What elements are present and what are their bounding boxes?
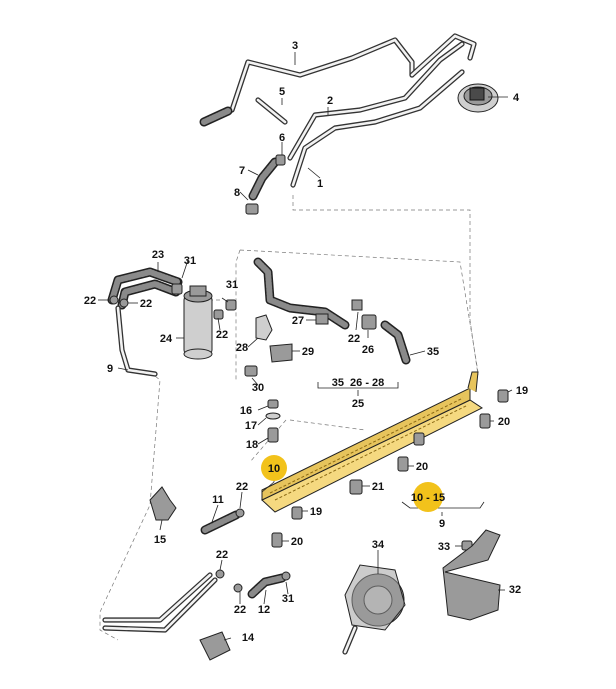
callout-17[interactable]: 17 [245, 420, 257, 432]
callout-34[interactable]: 34 [372, 539, 385, 551]
callout-22-lower-a[interactable]: 22 [236, 481, 248, 493]
callout-31-lower[interactable]: 31 [282, 593, 294, 605]
callout-35-26-28[interactable]: 35 26 - 28 [332, 377, 385, 389]
callout-14[interactable]: 14 [242, 632, 255, 644]
callout-6[interactable]: 6 [279, 132, 285, 144]
callout-31-mid[interactable]: 31 [226, 279, 238, 291]
dashed-assembly-lines [99, 195, 479, 641]
callout-20-right[interactable]: 20 [498, 416, 510, 428]
callout-25[interactable]: 25 [352, 398, 364, 410]
callout-27[interactable]: 27 [292, 315, 304, 327]
callout-11[interactable]: 11 [212, 494, 224, 506]
part-34-pump [342, 564, 406, 655]
callout-4[interactable]: 4 [513, 92, 520, 104]
callout-22-lower-b[interactable]: 22 [216, 549, 228, 561]
part-9-pipe [115, 305, 158, 377]
part-middle-hoses [253, 257, 411, 365]
callout-22-drier[interactable]: 22 [216, 329, 228, 341]
callout-12[interactable]: 12 [258, 604, 270, 616]
part-14-block [199, 631, 231, 661]
callout-32[interactable]: 32 [509, 584, 521, 596]
part-11-hose [200, 508, 245, 535]
leader-lines [98, 52, 513, 641]
callout-10[interactable]: 10 [268, 463, 280, 475]
callout-7[interactable]: 7 [239, 165, 245, 177]
callout-1[interactable]: 1 [317, 178, 323, 190]
callout-16[interactable]: 16 [240, 405, 252, 417]
callout-19-lower[interactable]: 19 [310, 506, 322, 518]
callout-33[interactable]: 33 [438, 541, 450, 553]
callout-20-lower[interactable]: 20 [291, 536, 303, 548]
part-15-bracket [149, 486, 177, 521]
part-23-hose [107, 267, 183, 310]
bolts [265, 389, 509, 551]
callout-10-15[interactable]: 10 - 15 [411, 492, 445, 504]
callout-8[interactable]: 8 [234, 187, 240, 199]
callout-20-middle[interactable]: 20 [416, 461, 428, 473]
small-fittings-left [109, 283, 237, 320]
callout-labels: 1 2 3 4 5 6 7 8 9 10 10 - 15 9 11 12 14 … [84, 40, 528, 644]
part-12-hose [215, 569, 291, 599]
callout-35[interactable]: 35 [427, 346, 439, 358]
part-32-plate [442, 529, 501, 621]
callout-30[interactable]: 30 [252, 382, 264, 394]
part-3-refrigerant-line [199, 33, 477, 127]
highlight-circle-10-15 [413, 482, 443, 512]
part-24-receiver-drier [183, 285, 213, 360]
callout-28[interactable]: 28 [236, 342, 248, 354]
callout-29[interactable]: 29 [302, 346, 314, 358]
highlight-circle-10 [261, 455, 287, 481]
callout-22-left-a[interactable]: 22 [84, 295, 96, 307]
callout-22-middle[interactable]: 22 [348, 333, 360, 345]
part-4-flange [457, 83, 499, 113]
highlight-markers [261, 455, 443, 512]
callout-24[interactable]: 24 [160, 333, 173, 345]
callout-31-top[interactable]: 31 [184, 255, 196, 267]
part-28-29-30-brackets [244, 314, 293, 377]
callout-5[interactable]: 5 [279, 86, 285, 98]
part-1-2-lines [287, 41, 465, 188]
callout-22-lower-c[interactable]: 22 [234, 604, 246, 616]
callout-9-left[interactable]: 9 [107, 363, 113, 375]
callout-18[interactable]: 18 [246, 439, 258, 451]
callout-3[interactable]: 3 [292, 40, 298, 52]
part-5-rod [255, 97, 288, 125]
callout-19-right[interactable]: 19 [516, 385, 528, 397]
callout-15[interactable]: 15 [154, 534, 166, 546]
callout-2[interactable]: 2 [327, 95, 333, 107]
part-6-7-8-fittings [245, 154, 286, 215]
callout-26[interactable]: 26 [362, 344, 374, 356]
lower-pipes [102, 572, 218, 633]
callout-9-right[interactable]: 9 [439, 518, 445, 530]
part-10-cooler-highlighted [261, 371, 483, 513]
callout-23[interactable]: 23 [152, 249, 164, 261]
callout-22-left-b[interactable]: 22 [140, 298, 152, 310]
callout-21[interactable]: 21 [372, 481, 384, 493]
